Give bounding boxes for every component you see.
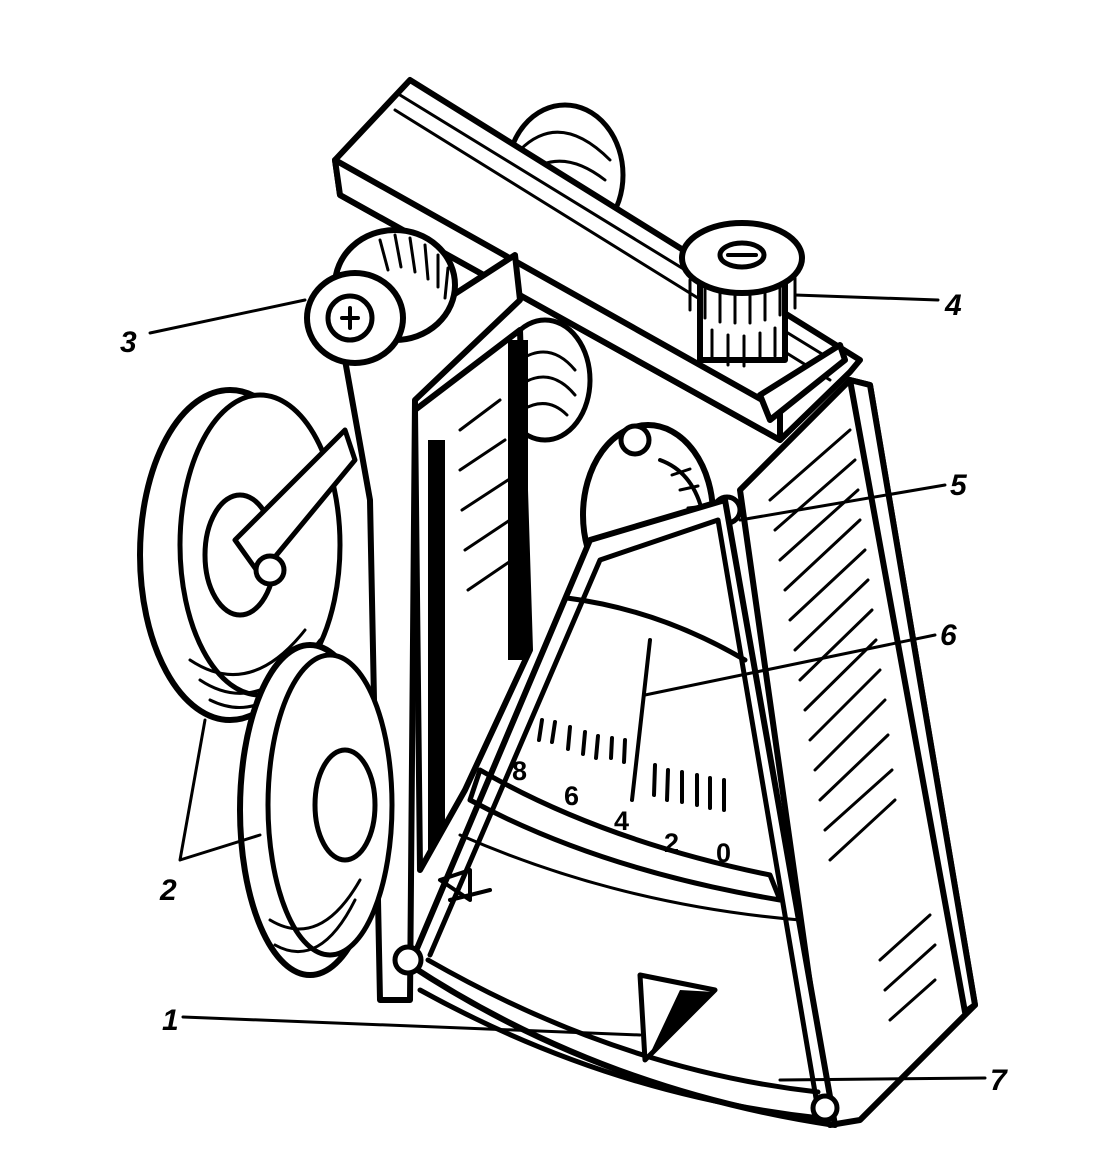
scale-number: 4 (614, 806, 629, 836)
callout-label-7: 7 (990, 1064, 1008, 1097)
left-lower-wheel (237, 642, 395, 978)
leader-line-3 (148, 298, 307, 335)
scale-ticks (537, 718, 726, 812)
leader-line-1 (181, 1015, 642, 1037)
callout-label-6: 6 (940, 619, 957, 652)
leader-line-2 (178, 718, 262, 862)
center-column (412, 327, 533, 873)
pointer-needle (630, 638, 652, 802)
leader-line-4 (793, 293, 940, 302)
leader-line-5 (738, 483, 947, 522)
knob-4 (679, 220, 805, 368)
scale-number: 6 (564, 781, 579, 811)
scale-number: 0 (716, 838, 731, 868)
scale-number: 8 (512, 756, 527, 786)
leader-lines (148, 293, 987, 1082)
callout-label-1: 1 (162, 1004, 179, 1037)
scale-number: 2 (664, 828, 679, 858)
callout-label-5: 5 (950, 469, 968, 502)
callout-label-4: 4 (944, 289, 962, 322)
leader-line-6 (643, 633, 937, 697)
knob-3 (304, 227, 458, 366)
leader-line-7 (778, 1076, 987, 1082)
callout-label-3: 3 (120, 326, 137, 359)
sector-plate (392, 497, 840, 1128)
callout-label-2: 2 (159, 874, 177, 907)
